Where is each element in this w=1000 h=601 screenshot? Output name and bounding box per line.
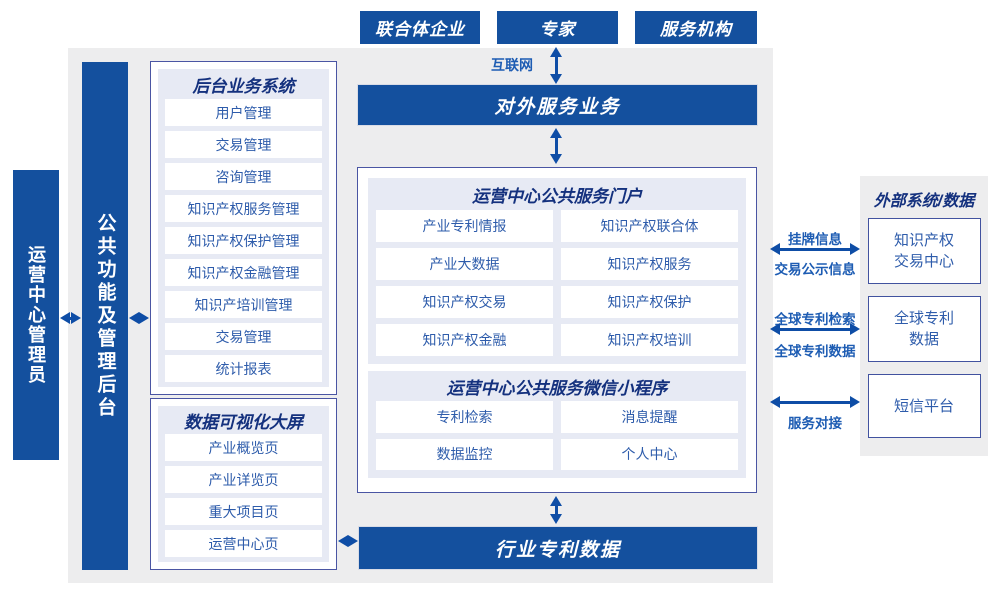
industry-patent-data-bar: 行业专利数据	[359, 527, 757, 569]
external-box-global-patent-data: 全球专利 数据	[867, 296, 981, 362]
miniapp-item-grid: 专利检索 消息提醒 数据监控 个人中心	[368, 401, 746, 478]
backend-item: 知识产权保护管理	[165, 227, 322, 254]
miniapp-panel: 运营中心公共服务微信小程序 专利检索 消息提醒 数据监控 个人中心	[368, 371, 746, 478]
arrow-miniapp-to-industry	[550, 496, 562, 524]
backend-item: 知识产培训管理	[165, 291, 322, 318]
backend-item: 知识产权服务管理	[165, 195, 322, 222]
portal-item: 知识产权联合体	[561, 210, 738, 242]
actor-box-service-agency: 服务机构	[635, 11, 757, 44]
portal-item: 产业大数据	[376, 248, 553, 280]
miniapp-item: 专利检索	[376, 401, 553, 433]
arrow-sms-platform	[770, 396, 860, 408]
conn-label-service-docking: 服务对接	[788, 416, 842, 431]
external-box-sms-platform: 短信平台	[867, 374, 981, 438]
dashboard-panel: 数据可视化大屏 产业概览页 产业详览页 重大项目页 运营中心页	[158, 406, 329, 562]
conn-label-global-patent-search: 全球专利检索	[774, 312, 856, 327]
external-box-line: 短信平台	[893, 397, 954, 415]
operator-bar: 运营中心管理员	[13, 170, 59, 460]
external-box-line: 全球专利	[893, 310, 954, 327]
actor-box-expert: 专家	[497, 11, 618, 44]
backend-item: 统计报表	[165, 355, 322, 382]
backend-item: 知识产权金融管理	[165, 259, 322, 286]
portal-panel: 运营中心公共服务门户 产业专利情报 知识产权联合体 产业大数据 知识产权服务 知…	[368, 178, 746, 364]
backend-item: 交易管理	[165, 131, 322, 158]
arrow-ip-exchange	[770, 243, 860, 255]
arrow-admin-backend	[129, 312, 149, 324]
conn-label-global-patent-data: 全球专利数据	[774, 344, 856, 359]
external-box-line: 数据	[908, 331, 939, 348]
miniapp-title: 运营中心公共服务微信小程序	[446, 378, 668, 398]
dashboard-item: 重大项目页	[165, 498, 322, 525]
external-box-line: 交易中心	[893, 253, 954, 270]
portal-item: 知识产权培训	[561, 324, 738, 356]
miniapp-item: 消息提醒	[561, 401, 738, 433]
actor-box-consortium-enterprise: 联合体企业	[360, 11, 480, 44]
portal-item: 知识产权保护	[561, 286, 738, 318]
admin-backend-bar: 公共功能及管理后台	[82, 62, 128, 570]
external-box-ip-exchange: 知识产权 交易中心	[867, 218, 981, 284]
backend-item: 用户管理	[165, 99, 322, 126]
backend-item: 咨询管理	[165, 163, 322, 190]
external-box-line: 知识产权	[893, 232, 954, 249]
backend-system-panel: 后台业务系统 用户管理 交易管理 咨询管理 知识产权服务管理 知识产权保护管理 …	[158, 69, 329, 387]
dashboard-title: 数据可视化大屏	[184, 412, 303, 432]
external-systems-panel: 外部系统/数据 知识产权 交易中心 全球专利 数据 短信平台	[860, 176, 988, 456]
portal-item-grid: 产业专利情报 知识产权联合体 产业大数据 知识产权服务 知识产权交易 知识产权保…	[368, 210, 746, 364]
arrow-service-to-portal	[550, 128, 562, 164]
arrow-operator-admin	[60, 312, 81, 324]
dashboard-item: 运营中心页	[165, 530, 322, 557]
miniapp-item: 个人中心	[561, 438, 738, 470]
dashboard-item-list: 产业概览页 产业详览页 重大项目页 运营中心页	[158, 434, 329, 564]
backend-system-title: 后台业务系统	[192, 76, 295, 96]
portal-item: 知识产权服务	[561, 248, 738, 280]
portal-item: 知识产权金融	[376, 324, 553, 356]
backend-item: 交易管理	[165, 323, 322, 350]
external-systems-title: 外部系统/数据	[873, 193, 975, 210]
backend-item-list: 用户管理 交易管理 咨询管理 知识产权服务管理 知识产权保护管理 知识产权金融管…	[158, 99, 329, 389]
arrow-internet	[550, 47, 562, 84]
miniapp-item: 数据监控	[376, 438, 553, 470]
arrow-dashboard-industry	[338, 535, 358, 547]
portal-title: 运营中心公共服务门户	[472, 186, 642, 206]
internet-label: 互联网	[491, 57, 533, 73]
portal-item: 知识产权交易	[376, 286, 553, 318]
external-service-bar: 对外服务业务	[358, 85, 757, 125]
dashboard-item: 产业详览页	[165, 466, 322, 493]
portal-item: 产业专利情报	[376, 210, 553, 242]
dashboard-item: 产业概览页	[165, 434, 322, 461]
conn-label-listing-info: 挂牌信息	[788, 232, 842, 247]
conn-label-trade-publicity: 交易公示信息	[774, 262, 856, 277]
arrow-global-patent	[770, 323, 860, 335]
